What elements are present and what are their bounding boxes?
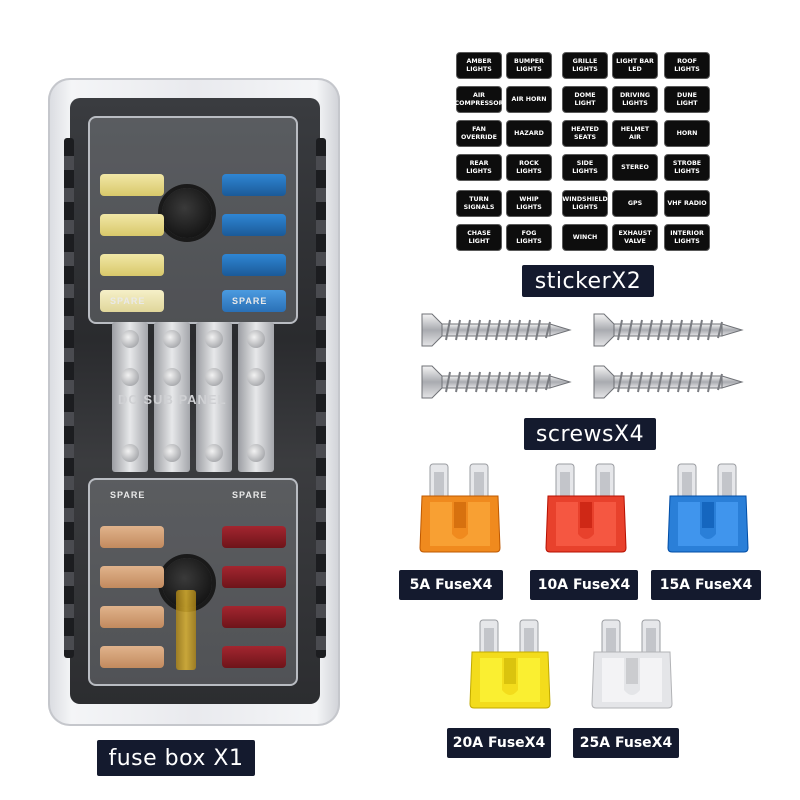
sticker-item: WHIP LIGHTS — [506, 190, 552, 217]
fuse-slot — [100, 174, 164, 196]
sticker-item: HORN — [664, 120, 710, 147]
spare-label: SPARE — [232, 296, 268, 306]
fuse-slot — [222, 526, 286, 548]
sticker-item: AIR COMPRESSOR — [455, 86, 504, 113]
sticker-label: stickerX2 — [522, 265, 654, 297]
right-rib-strip — [316, 138, 326, 658]
left-rib-strip — [64, 138, 74, 658]
screw-image — [593, 365, 744, 399]
blade-fuse — [545, 463, 627, 553]
fuse-slot — [222, 606, 286, 628]
terminal-screw — [205, 330, 223, 348]
terminal-screw — [163, 330, 181, 348]
fuse-slot — [222, 290, 286, 312]
sticker-item: AIR HORN — [506, 86, 552, 113]
fuse-label: 25A FuseX4 — [573, 728, 679, 758]
sticker-item: CHASE LIGHT — [456, 224, 502, 251]
fuse-label: 5A FuseX4 — [399, 570, 503, 600]
terminal-screw — [163, 444, 181, 462]
sticker-item: GRILLE LIGHTS — [562, 52, 608, 79]
sticker-item: FAN OVERRIDE — [456, 120, 502, 147]
sticker-item: VHF RADIO — [664, 190, 710, 217]
fuse-label: 20A FuseX4 — [447, 728, 551, 758]
terminal-screw — [247, 444, 265, 462]
top-cover-knob[interactable] — [162, 188, 212, 238]
sticker-item: SIDE LIGHTS — [562, 154, 608, 181]
sticker-item: WINCH — [562, 224, 608, 251]
sticker-item: TURN SIGNALS — [456, 190, 502, 217]
fuse-label: 15A FuseX4 — [651, 570, 761, 600]
sticker-item: DUNE LIGHT — [664, 86, 710, 113]
terminal-screw — [121, 330, 139, 348]
fuse-box-label: fuse box X1 — [97, 740, 255, 776]
sticker-item: DRIVING LIGHTS — [612, 86, 658, 113]
fuse-slot — [100, 606, 164, 628]
fuse-slot — [222, 214, 286, 236]
sticker-item: STEREO — [612, 154, 658, 181]
spare-label: SPARE — [110, 296, 146, 306]
sticker-item: INTERIOR LIGHTS — [664, 224, 710, 251]
fuse-slot — [222, 254, 286, 276]
sticker-item: HAZARD — [506, 120, 552, 147]
sticker-item: BUMPER LIGHTS — [506, 52, 552, 79]
sticker-item: GPS — [612, 190, 658, 217]
sticker-item: WINDSHIELD LIGHTS — [562, 190, 608, 217]
blade-fuse — [419, 463, 501, 553]
sticker-item: ROCK LIGHTS — [506, 154, 552, 181]
terminal-screw — [121, 444, 139, 462]
sticker-item: REAR LIGHTS — [456, 154, 502, 181]
panel-label: DC SUB PANEL — [118, 392, 227, 407]
bottom-fuse-cover: SPARE SPARE — [88, 478, 298, 686]
screw-image — [593, 313, 744, 347]
screw-image — [421, 313, 572, 347]
bottom-cover-bar — [176, 590, 196, 670]
sticker-item: HELMET AIR — [612, 120, 658, 147]
spare-label: SPARE — [232, 490, 268, 500]
top-fuse-cover: SPARE SPARE — [88, 116, 298, 324]
fuse-slot — [100, 214, 164, 236]
terminal-screw — [247, 368, 265, 386]
terminal-screw — [121, 368, 139, 386]
fuse-slot — [222, 174, 286, 196]
sticker-item: EXHAUST VALVE — [612, 224, 658, 251]
sticker-item: AMBER LIGHTS — [456, 52, 502, 79]
fuse-slot — [100, 254, 164, 276]
terminal-screw — [205, 444, 223, 462]
fuse-slot — [100, 566, 164, 588]
fuse-slot — [222, 566, 286, 588]
sticker-item: LIGHT BAR LED — [612, 52, 658, 79]
sticker-item: HEATED SEATS — [562, 120, 608, 147]
sticker-item: FOG LIGHTS — [506, 224, 552, 251]
screw-image — [421, 365, 572, 399]
fuse-slot — [100, 646, 164, 668]
fuse-slot — [100, 290, 164, 312]
sticker-item: DOME LIGHT — [562, 86, 608, 113]
blade-fuse — [469, 619, 551, 709]
fuse-slot — [100, 526, 164, 548]
terminal-screw — [163, 368, 181, 386]
sticker-item: ROOF LIGHTS — [664, 52, 710, 79]
fuse-slot — [222, 646, 286, 668]
blade-fuse — [591, 619, 673, 709]
blade-fuse — [667, 463, 749, 553]
sticker-item: STROBE LIGHTS — [664, 154, 710, 181]
fuse-label: 10A FuseX4 — [530, 570, 638, 600]
spare-label: SPARE — [110, 490, 146, 500]
screws-label: screwsX4 — [524, 418, 656, 450]
terminal-screw — [205, 368, 223, 386]
terminal-screw — [247, 330, 265, 348]
